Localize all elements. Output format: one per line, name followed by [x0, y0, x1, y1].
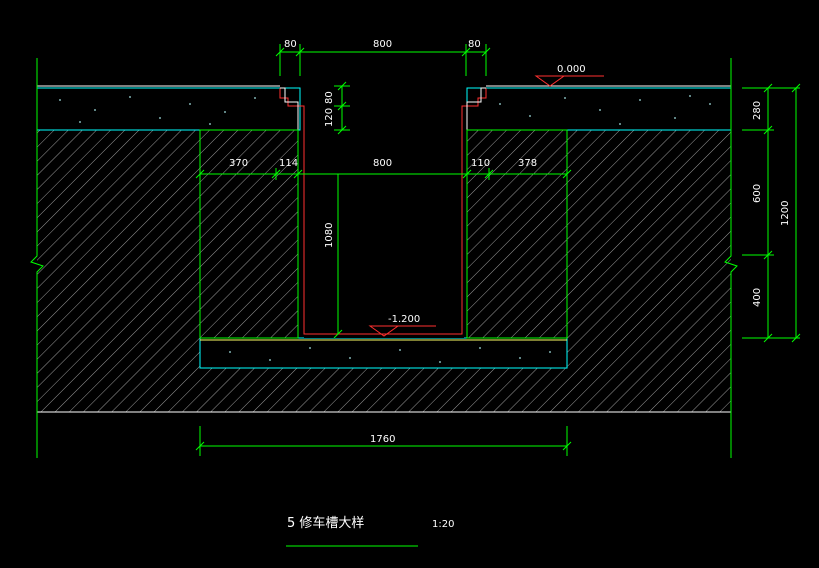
dim-top-opening: 800: [373, 39, 392, 50]
dim-right-total: 1200: [780, 201, 791, 226]
dim-right-wall: 378: [518, 158, 537, 169]
dim-right-lower: 400: [752, 288, 763, 307]
dim-right-liner: 110: [471, 158, 490, 169]
bottom-dimension-chain: [195, 426, 572, 456]
top-dimension-chain: [275, 44, 491, 76]
left-boundary-line: [30, 58, 44, 458]
wall-cell-left: [199, 129, 299, 339]
right-dimension-chain: [742, 83, 801, 343]
elevation-bottom-label: -1.200: [388, 314, 420, 325]
earth-hatch-left: [37, 130, 200, 412]
pit-lining: [279, 88, 487, 335]
dim-pit-width: 800: [373, 158, 392, 169]
pit-ledge-outline: [280, 87, 486, 130]
wall-hatch-left: [200, 130, 298, 338]
dim-slab-top-part: 120: [324, 108, 335, 127]
earth-hatch-bottom: [200, 368, 567, 412]
dim-right-middle: 600: [752, 184, 763, 203]
dim-left-liner: 114: [279, 158, 298, 169]
dim-top-right-ledge: 80: [468, 39, 481, 50]
pit-depth-dimension: [333, 174, 343, 339]
right-boundary-line: [724, 58, 738, 458]
drawing-scale: 1:20: [432, 519, 454, 530]
dim-right-upper: 280: [752, 101, 763, 120]
top-slab-left: [36, 87, 301, 131]
concrete-speckle-top-right: [499, 95, 711, 125]
wall-hatch-right: [467, 130, 567, 338]
dim-left-wall: 370: [229, 158, 248, 169]
drawing-title: 5 修车槽大样: [287, 515, 364, 531]
elevation-top-marker: [534, 75, 604, 87]
concrete-speckle-top-left: [59, 96, 256, 125]
base-slab: [199, 337, 568, 369]
concrete-speckle-base: [229, 347, 551, 363]
vertical-ledge-dimension: [334, 81, 350, 135]
earth-hatch-right: [567, 130, 731, 412]
wall-cell-right: [466, 129, 568, 339]
dim-pit-depth: 1080: [324, 223, 335, 248]
elevation-top-label: 0.000: [557, 64, 586, 75]
elevation-bottom-marker: [368, 325, 436, 337]
top-slab-right: [466, 87, 732, 131]
dim-ledge-depth: 80: [324, 91, 335, 104]
dim-bottom-total: 1760: [370, 434, 395, 445]
pit-interior: [304, 106, 464, 338]
middle-dimension-chain: [195, 168, 572, 180]
dim-top-left-ledge: 80: [284, 39, 297, 50]
